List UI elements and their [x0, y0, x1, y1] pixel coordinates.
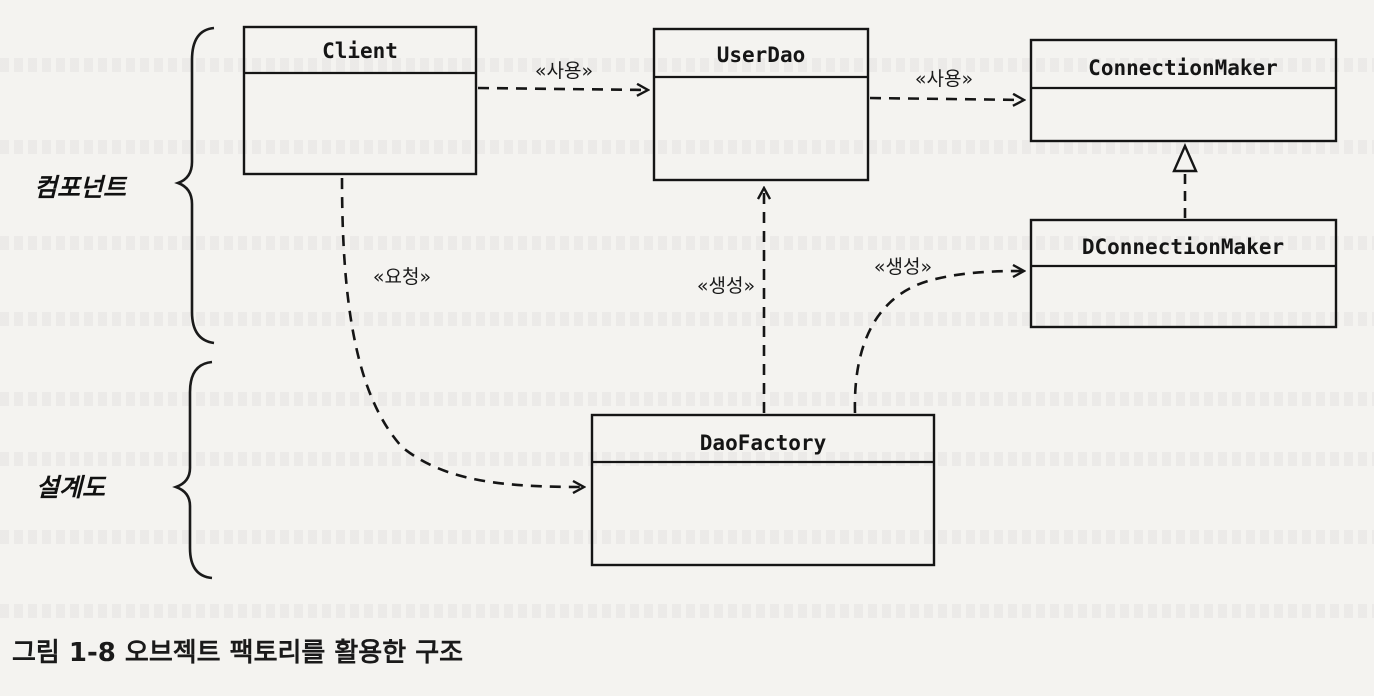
arrow-userdao-uses-connection-maker — [869, 98, 1024, 100]
label-factory-creates-userdao: «생성» — [697, 275, 755, 297]
class-client: Client — [242, 25, 478, 176]
label-userdao-uses-connection-maker: «사용» — [915, 68, 973, 90]
label-factory-creates-dconnection-maker: «생성» — [874, 256, 932, 278]
components-brace — [174, 26, 215, 345]
arrow-client-uses-userdao — [477, 88, 648, 90]
background-text-line — [0, 392, 1374, 406]
blueprint-brace — [172, 360, 213, 580]
background-text-line — [0, 530, 1374, 544]
class-client-name: Client — [322, 39, 398, 63]
class-dconnection-maker-name: DConnectionMaker — [1082, 235, 1284, 259]
class-dconnection-maker: DConnectionMaker — [1029, 218, 1338, 329]
components-label: 컴포넌트 — [34, 173, 128, 202]
class-dao-factory-name: DaoFactory — [700, 431, 827, 455]
class-userdao: UserDao — [652, 27, 870, 182]
arrow-factory-creates-dconnection-maker — [853, 271, 1024, 414]
label-client-uses-userdao: «사용» — [535, 60, 593, 82]
class-dao-factory: DaoFactory — [590, 413, 936, 567]
background-text-line — [0, 140, 1374, 154]
class-userdao-name: UserDao — [717, 43, 806, 67]
class-connection-maker-name: ConnectionMaker — [1088, 56, 1278, 80]
background-text-line — [0, 604, 1374, 618]
label-client-requests-factory: «요청» — [373, 266, 431, 288]
blueprint-label: 설계도 — [36, 473, 107, 502]
realization-triangle-icon — [1172, 143, 1198, 173]
arrow-client-requests-factory — [340, 177, 584, 487]
figure-caption: 그림 1-8 오브젝트 팩토리를 활용한 구조 — [12, 638, 464, 668]
background-text-line — [0, 452, 1374, 466]
class-connection-maker: ConnectionMaker — [1029, 38, 1338, 143]
